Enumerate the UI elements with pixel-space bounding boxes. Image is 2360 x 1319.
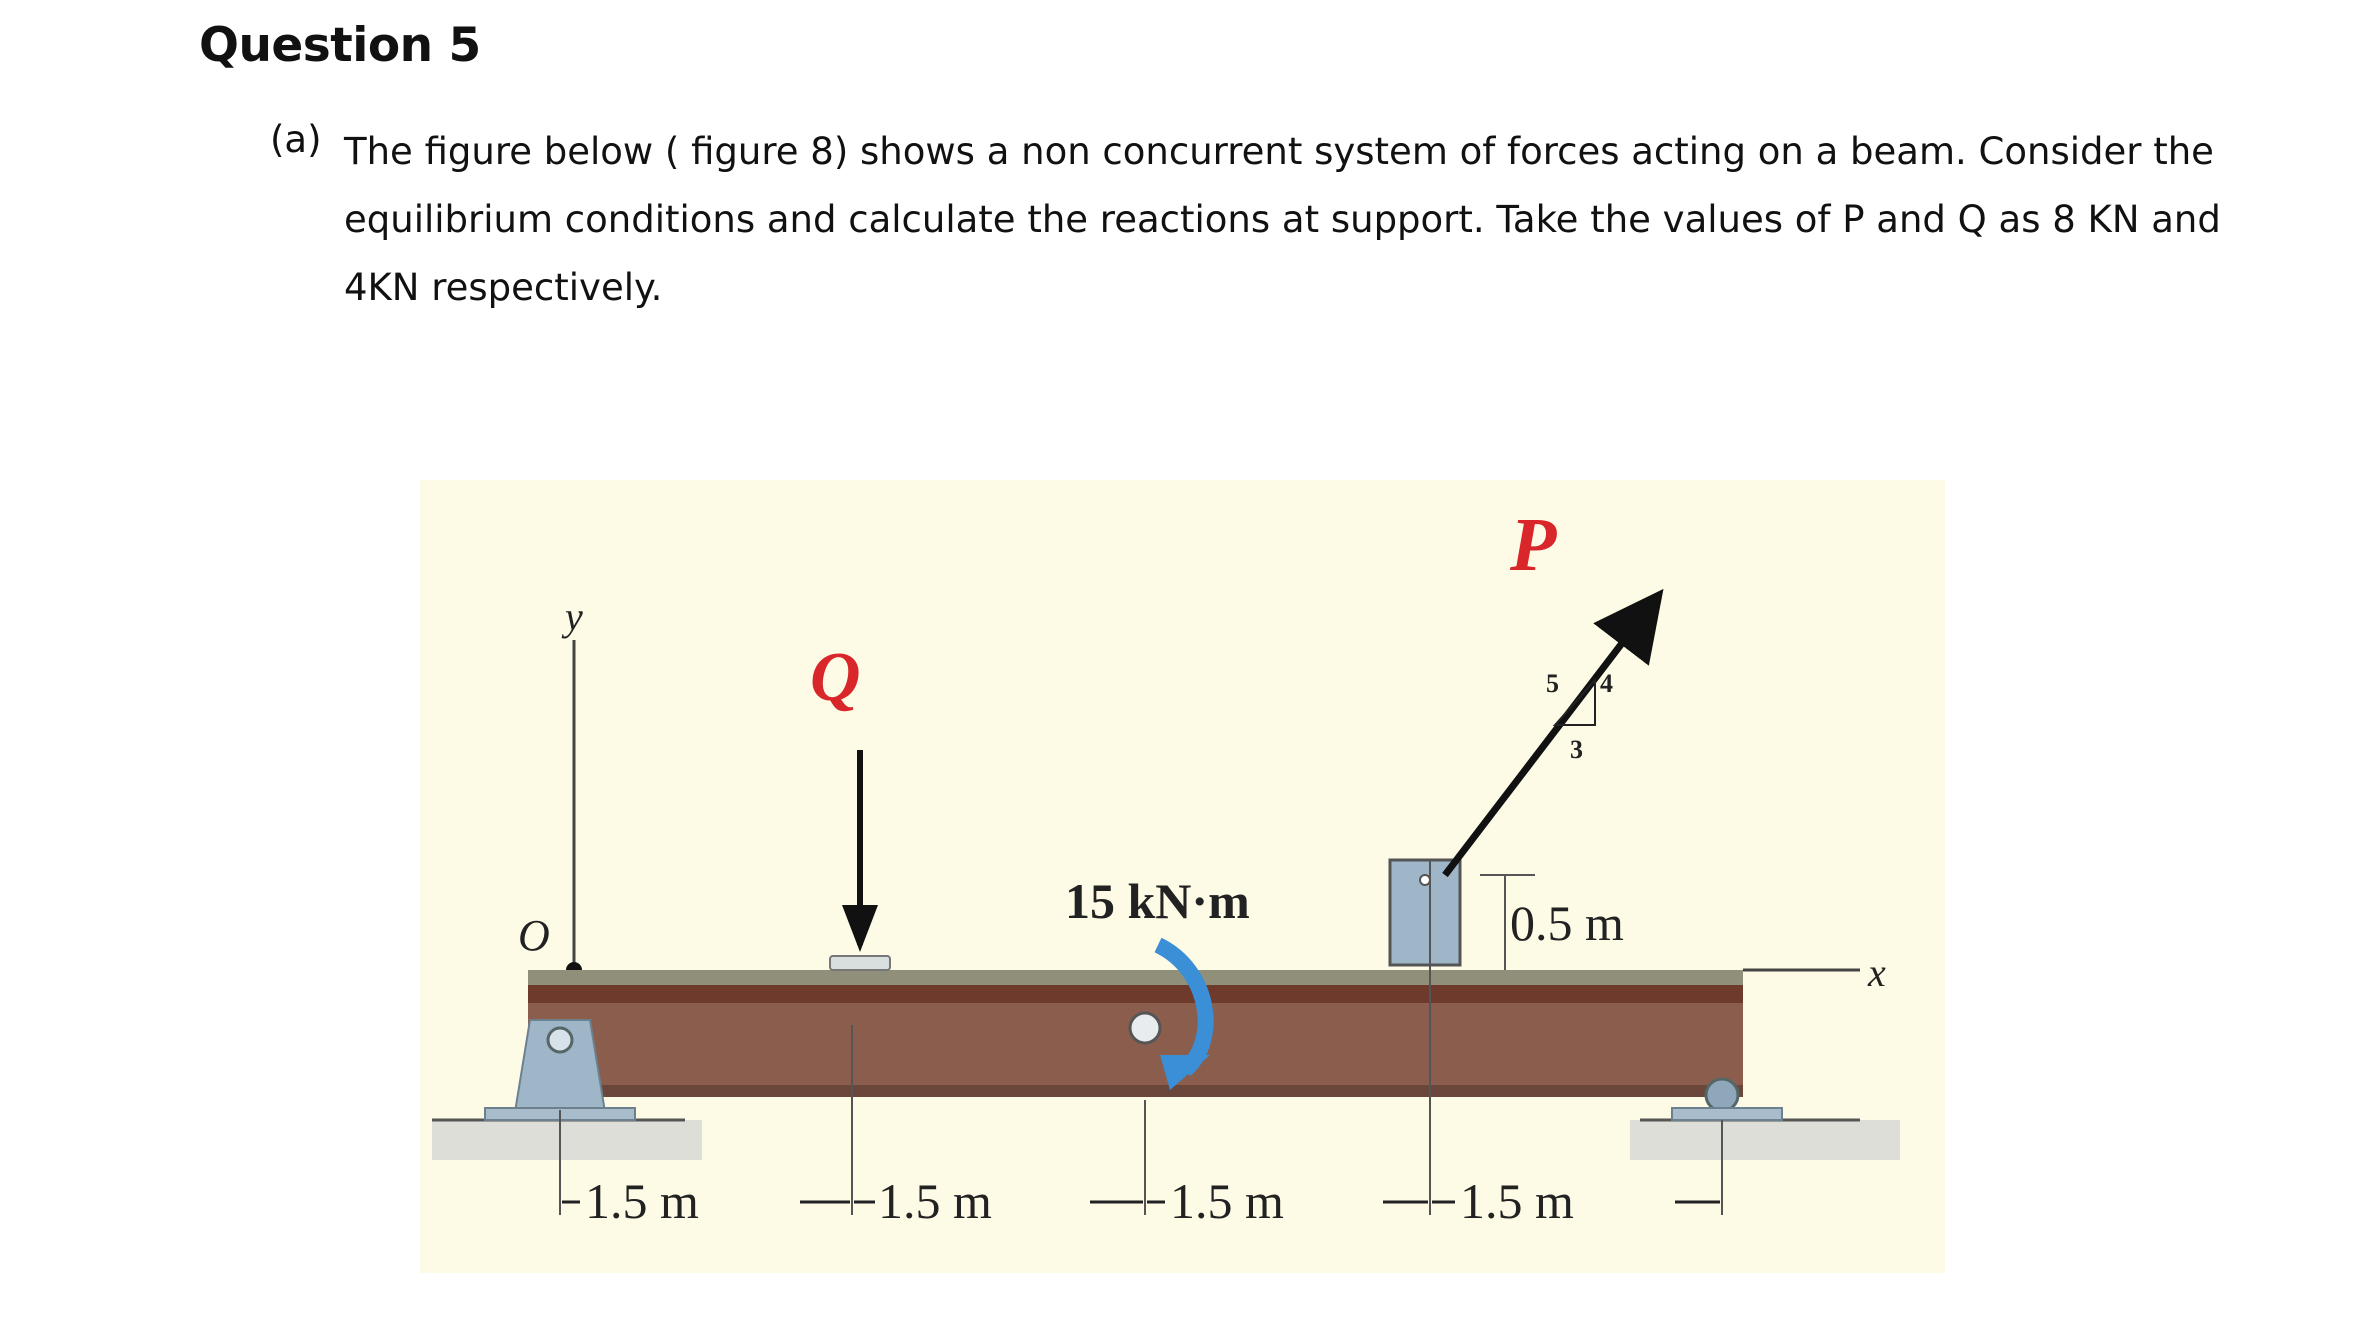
ground-right [1630, 1118, 1900, 1160]
moment-point [1128, 1011, 1162, 1045]
question-line-3: 4KN respectively. [344, 266, 663, 309]
force-q-arrowhead [842, 905, 878, 952]
slope-run-label: 3 [1570, 735, 1583, 764]
part-label: (a) [270, 118, 322, 161]
dimension-ticks [559, 1025, 1723, 1215]
y-axis-label: y [561, 594, 583, 639]
force-q-pad [829, 955, 891, 971]
question-text: The figure below ( figure 8) shows a non… [344, 118, 2221, 322]
origin-label: O [518, 911, 550, 960]
dimension-2: 1.5 m [878, 1173, 992, 1229]
beam-figure: y O x Q 15 kN·m [420, 480, 1945, 1273]
force-q-label: Q [810, 639, 861, 716]
question-title: Question 5 [199, 18, 481, 73]
offset-dimension [1480, 874, 1535, 970]
force-p-arrow [1442, 588, 1664, 878]
ground-left [432, 1118, 702, 1160]
force-p-label: P [1509, 503, 1557, 587]
question-line-1: The figure below ( figure 8) shows a non… [344, 130, 2214, 173]
dimension-4: 1.5 m [1460, 1173, 1574, 1229]
pin-support [484, 1019, 636, 1121]
question-line-2: equilibrium conditions and calculate the… [344, 198, 2221, 241]
moment-arrowhead [1160, 1055, 1210, 1090]
slope-hyp-label: 5 [1546, 669, 1559, 698]
dimension-3: 1.5 m [1170, 1173, 1284, 1229]
p-bracket [1388, 858, 1462, 1120]
x-axis-label: x [1867, 950, 1886, 995]
moment-label: 15 kN·m [1065, 873, 1250, 929]
dimension-1: 1.5 m [585, 1173, 699, 1229]
roller-support [1671, 1077, 1783, 1121]
slope-rise-label: 4 [1600, 669, 1613, 698]
slope-triangle [1552, 677, 1596, 726]
offset-label: 0.5 m [1510, 895, 1624, 951]
